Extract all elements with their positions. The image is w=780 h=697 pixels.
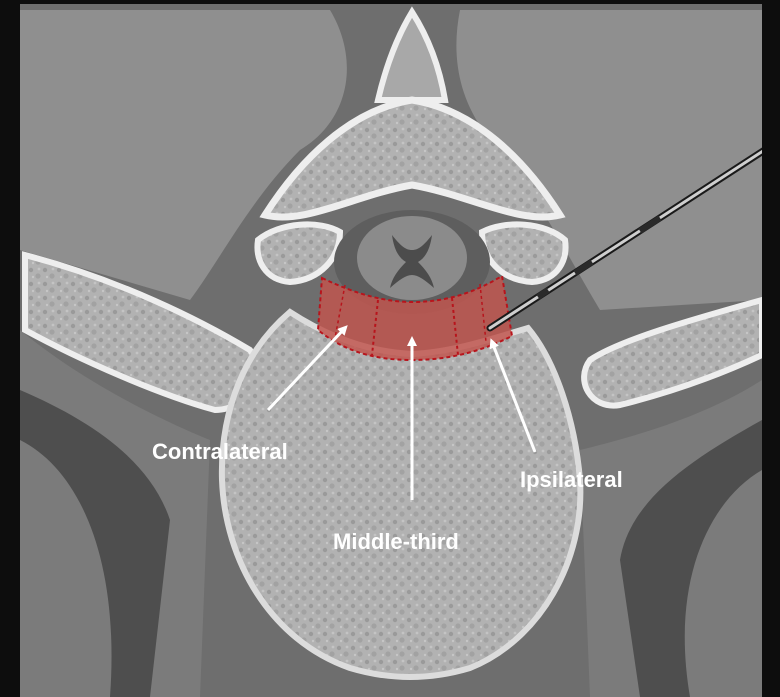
label-middle-third: Middle-third [333, 529, 459, 554]
label-contralateral: Contralateral [152, 439, 288, 464]
label-ipsilateral: Ipsilateral [520, 467, 623, 492]
vertebral-body [222, 312, 580, 677]
right-edge-strip [762, 0, 780, 697]
